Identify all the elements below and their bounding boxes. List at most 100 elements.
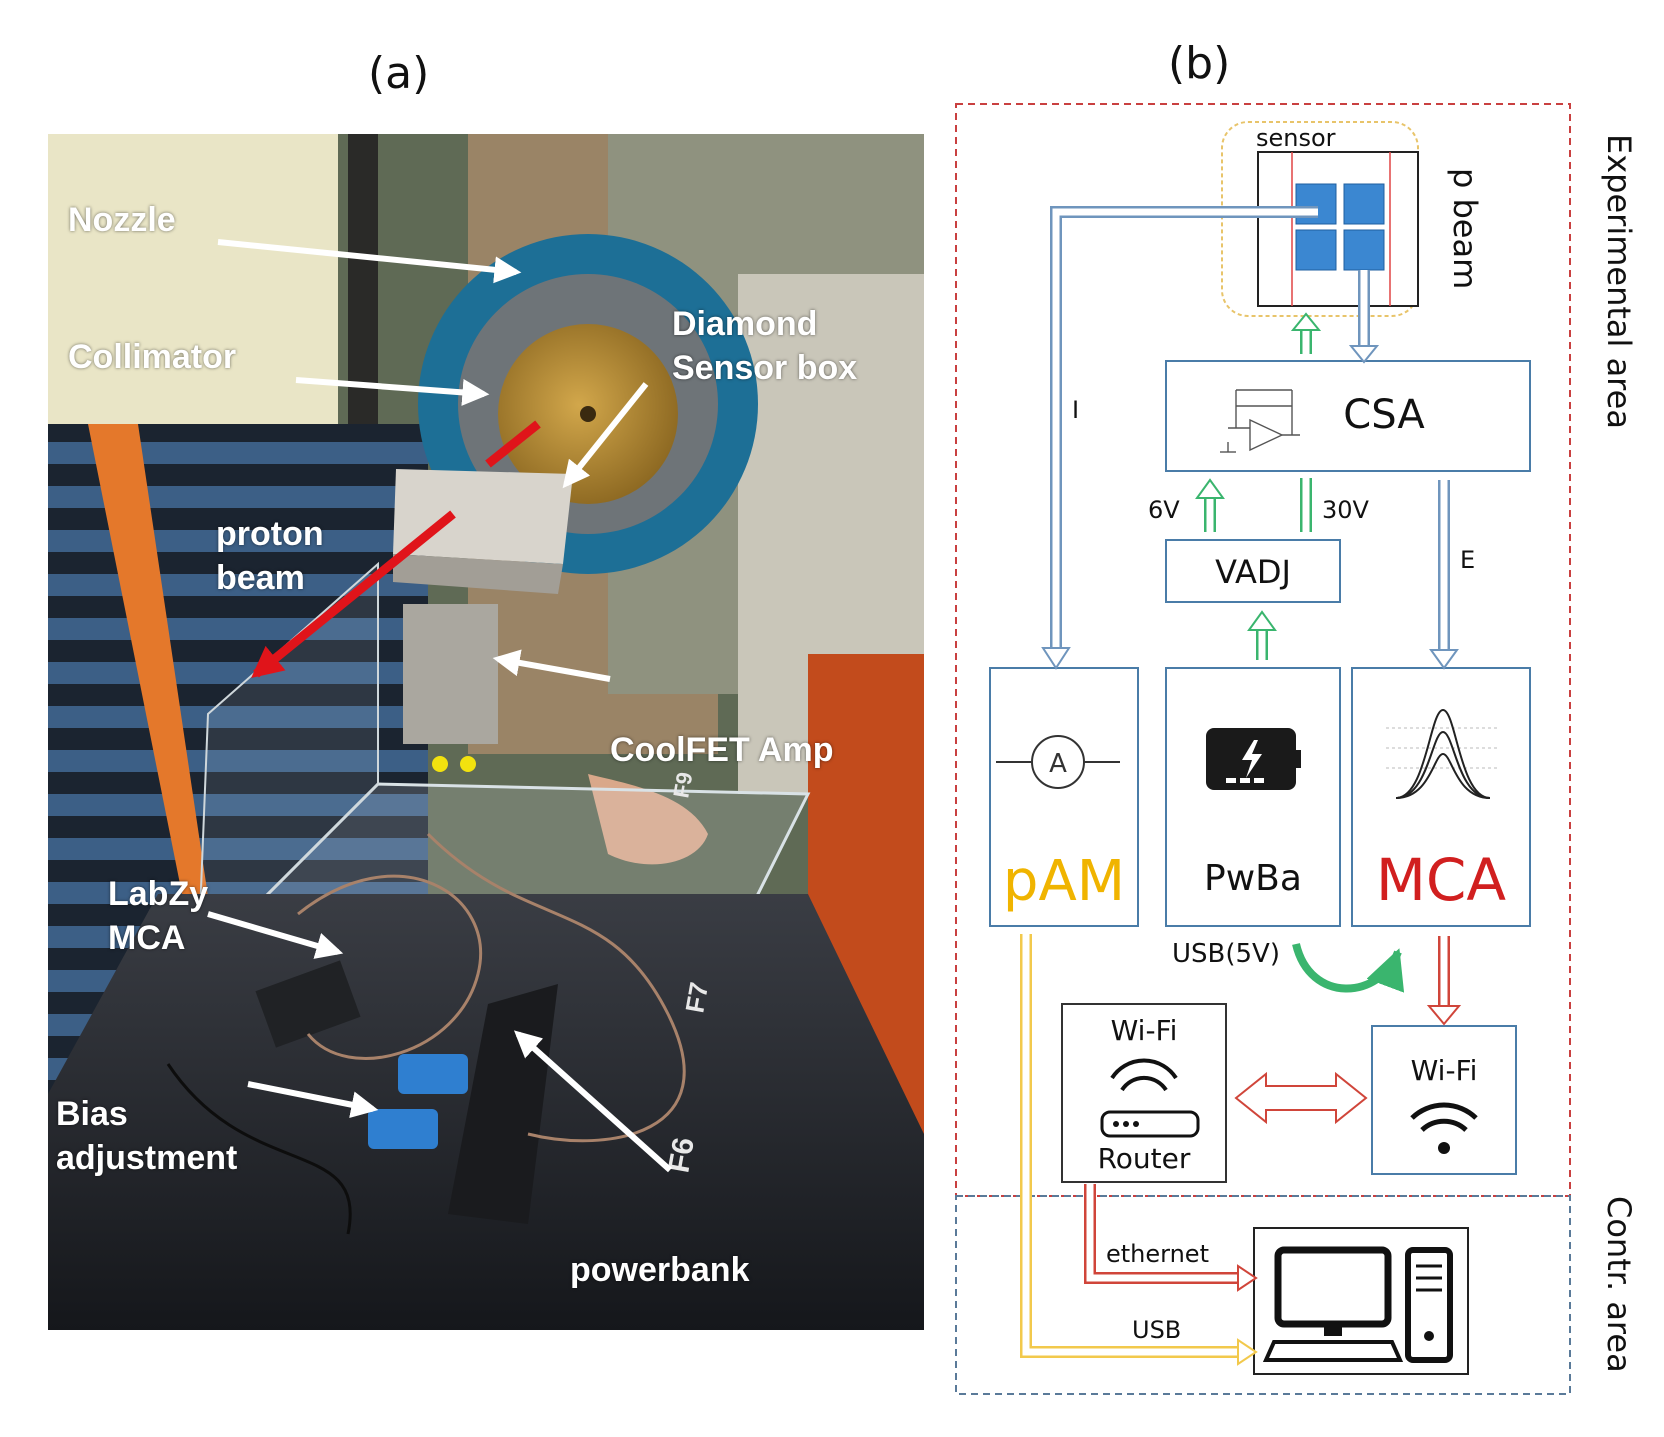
label-diamond-2: Sensor box (672, 349, 858, 387)
bias-board-2 (368, 1109, 438, 1149)
ethernet-label: ethernet (1106, 1240, 1209, 1268)
charge-dot (1240, 778, 1250, 783)
current-arrow-inner (1052, 208, 1318, 660)
sensor-pad (1295, 229, 1337, 271)
label-labzy-2: MCA (108, 919, 186, 957)
label-powerbank: powerbank (570, 1251, 750, 1289)
panel-label-b: (b) (1168, 38, 1231, 89)
router-icon (1100, 1110, 1200, 1138)
monitor-stand (1324, 1324, 1342, 1336)
sensor-box (393, 469, 573, 564)
bias-board-1 (398, 1054, 468, 1094)
label-collimator: Collimator (68, 338, 237, 376)
label-nozzle: Nozzle (68, 201, 176, 239)
monitor-icon (1274, 1246, 1392, 1328)
rack-mark-f9: F9 (668, 770, 697, 800)
labzy-pointer (207, 911, 344, 959)
experimental-area-label: Experimental area (1600, 134, 1638, 429)
experiment-photo: F9 F7 F6 (48, 134, 924, 1330)
pam-box (989, 667, 1139, 927)
ethernet-arrow-inner (1086, 1184, 1246, 1282)
coolfet-pointer (492, 649, 611, 682)
usb-label: USB (1132, 1316, 1181, 1344)
energy-arrow-head (1429, 649, 1459, 670)
label-bias-1: Bias (56, 1095, 128, 1133)
pwba-box (1165, 667, 1341, 927)
wifi-label: Wi-Fi (1411, 1054, 1478, 1087)
lanyard (88, 424, 218, 974)
router-label: Router (1098, 1142, 1191, 1175)
sensor-label: sensor (1256, 124, 1336, 152)
energy-label: E (1460, 546, 1475, 574)
sensor-pad (1343, 229, 1385, 271)
redaction-box (48, 134, 338, 424)
mca-label: MCA (1376, 846, 1507, 914)
router-wifi-icon (1110, 1058, 1178, 1092)
label-bias-2: adjustment (56, 1139, 238, 1177)
sensor-box-side (393, 554, 563, 594)
cable-2 (426, 832, 686, 1143)
sensor-frame (1257, 151, 1419, 307)
collimator-aperture (580, 406, 596, 422)
usb5v-arrow (1292, 942, 1405, 993)
keyboard-icon (1262, 1340, 1404, 1362)
collimator-pointer (295, 377, 490, 406)
proton-beam-upper (485, 420, 541, 468)
sensor-pad (1343, 183, 1385, 225)
experimental-area-border (955, 103, 1571, 1197)
mca-to-wifi-arrow-head (1426, 1005, 1462, 1026)
bias-pointer (247, 1081, 379, 1119)
powerbank-pointer (513, 1030, 673, 1173)
wifi-icon-dot (1438, 1142, 1450, 1154)
pam-label: pAM (1003, 849, 1125, 914)
amplifier-symbol (1220, 389, 1300, 453)
router-led (1113, 1121, 1119, 1127)
v30-label: 30V (1322, 496, 1370, 524)
v6-arrow-head (1195, 478, 1225, 499)
control-area-label: Contr. area (1600, 1196, 1638, 1373)
label-proton-2: beam (216, 559, 305, 597)
wifi-link-arrow (1234, 1071, 1368, 1125)
labzy-mca-device (255, 960, 361, 1048)
spectrum-icon (1386, 708, 1500, 799)
cable-1 (297, 874, 482, 1060)
coolfet-amp (403, 604, 498, 744)
router-wifi-label: Wi-Fi (1111, 1014, 1178, 1047)
vadj-label: VADJ (1215, 553, 1291, 591)
sensor-box-pointer (562, 382, 649, 489)
bolt-icon (1242, 740, 1262, 778)
label-labzy-1: LabZy (108, 875, 209, 913)
tower-button (1424, 1331, 1434, 1341)
panel-label-a: (a) (368, 48, 430, 99)
cable-3 (166, 1063, 352, 1235)
nozzle-pointer (217, 239, 522, 284)
powerbank-icon-tip (1296, 750, 1301, 768)
usb-arrow-inner (1022, 934, 1246, 1356)
current-label: I (1072, 396, 1079, 424)
label-diamond-1: Diamond (672, 305, 818, 343)
connector-2 (460, 756, 476, 772)
sensor-to-csa-arrow-head (1348, 345, 1380, 364)
connector-1 (432, 756, 448, 772)
v6-label: 6V (1148, 496, 1180, 524)
ammeter-symbol: A (1049, 749, 1067, 779)
rack-mark-f7: F7 (679, 980, 714, 1015)
label-proton-1: proton (216, 515, 324, 553)
control-area-border (955, 1195, 1571, 1395)
router-box (1061, 1003, 1227, 1183)
hand (588, 774, 708, 865)
pwba-label: PwBa (1204, 858, 1302, 899)
beam-label: p beam (1446, 168, 1484, 289)
charge-dot (1254, 778, 1264, 783)
vadj-box (1165, 539, 1341, 603)
acrylic-side (196, 561, 379, 967)
router-led (1133, 1121, 1139, 1127)
usb-arrow-head (1237, 1338, 1258, 1366)
router-led (1123, 1121, 1129, 1127)
proton-beam-arrow (251, 510, 456, 678)
charge-dot (1226, 778, 1236, 783)
usb5v-label: USB(5V) (1172, 939, 1280, 969)
bias-to-sensor-arrow-head (1290, 312, 1322, 331)
